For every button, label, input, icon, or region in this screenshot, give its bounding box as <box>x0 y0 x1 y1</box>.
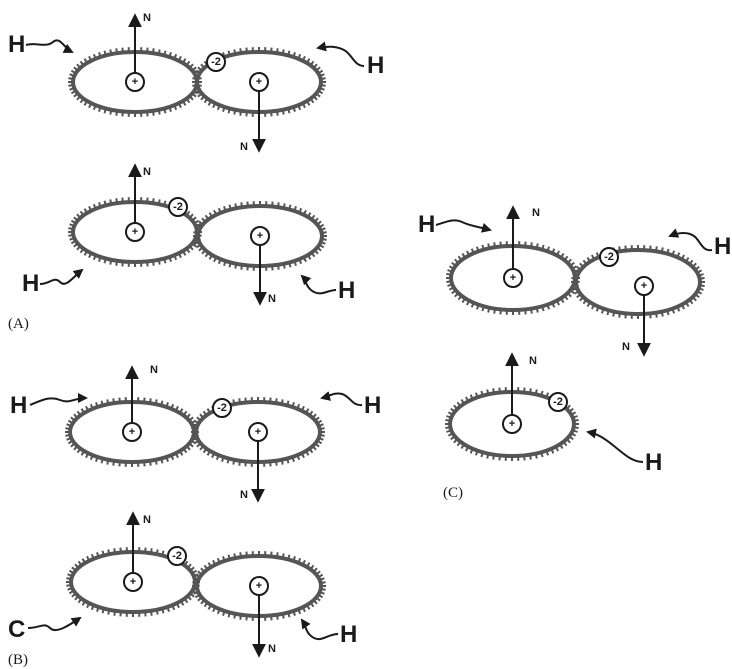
nucleus: + <box>122 422 142 442</box>
nucleus: + <box>250 226 270 246</box>
dipole-arrow: N <box>126 511 151 573</box>
negative-charge: -2 <box>212 398 232 418</box>
panel-c-figure-2: + -2 N H <box>445 352 662 476</box>
svg-text:N: N <box>529 355 537 367</box>
dipole-arrow: N <box>128 12 151 73</box>
svg-text:H: H <box>418 211 435 238</box>
svg-text:+: + <box>256 76 262 88</box>
svg-text:N: N <box>240 141 248 153</box>
nucleus: + <box>502 414 522 434</box>
h-atom-right: H <box>316 41 384 79</box>
panel-b-figure-1: + + -2 N N H H <box>10 364 381 503</box>
svg-text:+: + <box>132 76 138 88</box>
h-atom-right: H <box>300 274 355 304</box>
svg-text:-2: -2 <box>553 396 563 408</box>
h-atom-right: H <box>300 618 357 648</box>
svg-text:N: N <box>143 514 151 526</box>
svg-text:H: H <box>714 233 731 260</box>
negative-charge: -2 <box>167 546 187 566</box>
negative-charge: -2 <box>599 247 619 267</box>
svg-text:N: N <box>240 489 248 501</box>
svg-text:N: N <box>268 293 276 305</box>
svg-text:+: + <box>641 280 647 292</box>
negative-charge: -2 <box>168 197 188 217</box>
dipole-arrow: N <box>253 245 276 306</box>
nucleus: + <box>249 576 269 596</box>
svg-text:+: + <box>510 272 516 284</box>
nucleus: + <box>125 222 145 242</box>
svg-text:H: H <box>340 621 357 648</box>
h-atom-right: H <box>586 428 662 476</box>
h-atom-left: H <box>22 268 84 297</box>
h-atom-left: H <box>10 392 88 419</box>
svg-text:N: N <box>622 341 630 353</box>
h-atom-right: H <box>320 391 381 419</box>
panel-a-figure-2: + + -2 N N H H <box>22 163 355 306</box>
dipole-arrow: N <box>505 352 537 415</box>
svg-text:H: H <box>645 449 662 476</box>
dipole-arrow: N <box>125 364 158 423</box>
svg-text:+: + <box>132 226 138 238</box>
negative-charge: -2 <box>206 52 226 72</box>
svg-text:H: H <box>8 31 25 58</box>
svg-text:+: + <box>509 418 515 430</box>
panel-label-a: (A) <box>8 316 29 332</box>
nucleus: + <box>503 268 523 288</box>
dipole-arrow: N <box>128 163 151 223</box>
svg-text:+: + <box>130 576 136 588</box>
svg-text:+: + <box>255 426 261 438</box>
h-atom-left: H <box>418 211 492 238</box>
svg-text:+: + <box>129 426 135 438</box>
svg-text:N: N <box>532 207 540 219</box>
panel-c-figure-1: + + -2 N N H H <box>418 205 731 357</box>
nucleus: + <box>125 72 145 92</box>
svg-text:-2: -2 <box>173 201 183 213</box>
negative-charge: -2 <box>548 392 568 412</box>
h-atom-right: H <box>668 228 731 260</box>
dipole-arrow: N <box>622 295 651 357</box>
svg-text:H: H <box>367 52 384 79</box>
panel-a-figure-1: + + -2 N N H H <box>8 12 384 153</box>
dipole-arrow: N <box>506 205 540 269</box>
svg-text:H: H <box>22 270 39 297</box>
svg-text:+: + <box>256 580 262 592</box>
svg-text:H: H <box>338 277 355 304</box>
svg-text:-2: -2 <box>172 550 182 562</box>
nucleus: + <box>248 422 268 442</box>
panel-b-figure-2: + + -2 N N C H <box>8 511 357 658</box>
c-atom-left: C <box>8 616 82 643</box>
panel-label-b: (B) <box>8 652 28 668</box>
svg-text:+: + <box>257 230 263 242</box>
svg-text:N: N <box>268 643 276 655</box>
svg-text:C: C <box>8 616 25 643</box>
dipole-arrow: N <box>240 91 266 153</box>
svg-text:N: N <box>143 166 151 178</box>
svg-text:H: H <box>364 392 381 419</box>
dipole-arrow: N <box>252 595 276 658</box>
nucleus: + <box>249 72 269 92</box>
svg-text:-2: -2 <box>211 56 221 68</box>
dipole-arrow: N <box>240 441 265 503</box>
svg-text:-2: -2 <box>604 251 614 263</box>
svg-text:N: N <box>150 364 158 376</box>
svg-text:-2: -2 <box>217 402 227 414</box>
svg-text:N: N <box>143 12 151 24</box>
panel-label-c: (C) <box>443 485 463 501</box>
nucleus: + <box>123 572 143 592</box>
nucleus: + <box>634 276 654 296</box>
h-atom-left: H <box>8 31 74 58</box>
svg-text:H: H <box>10 392 27 419</box>
